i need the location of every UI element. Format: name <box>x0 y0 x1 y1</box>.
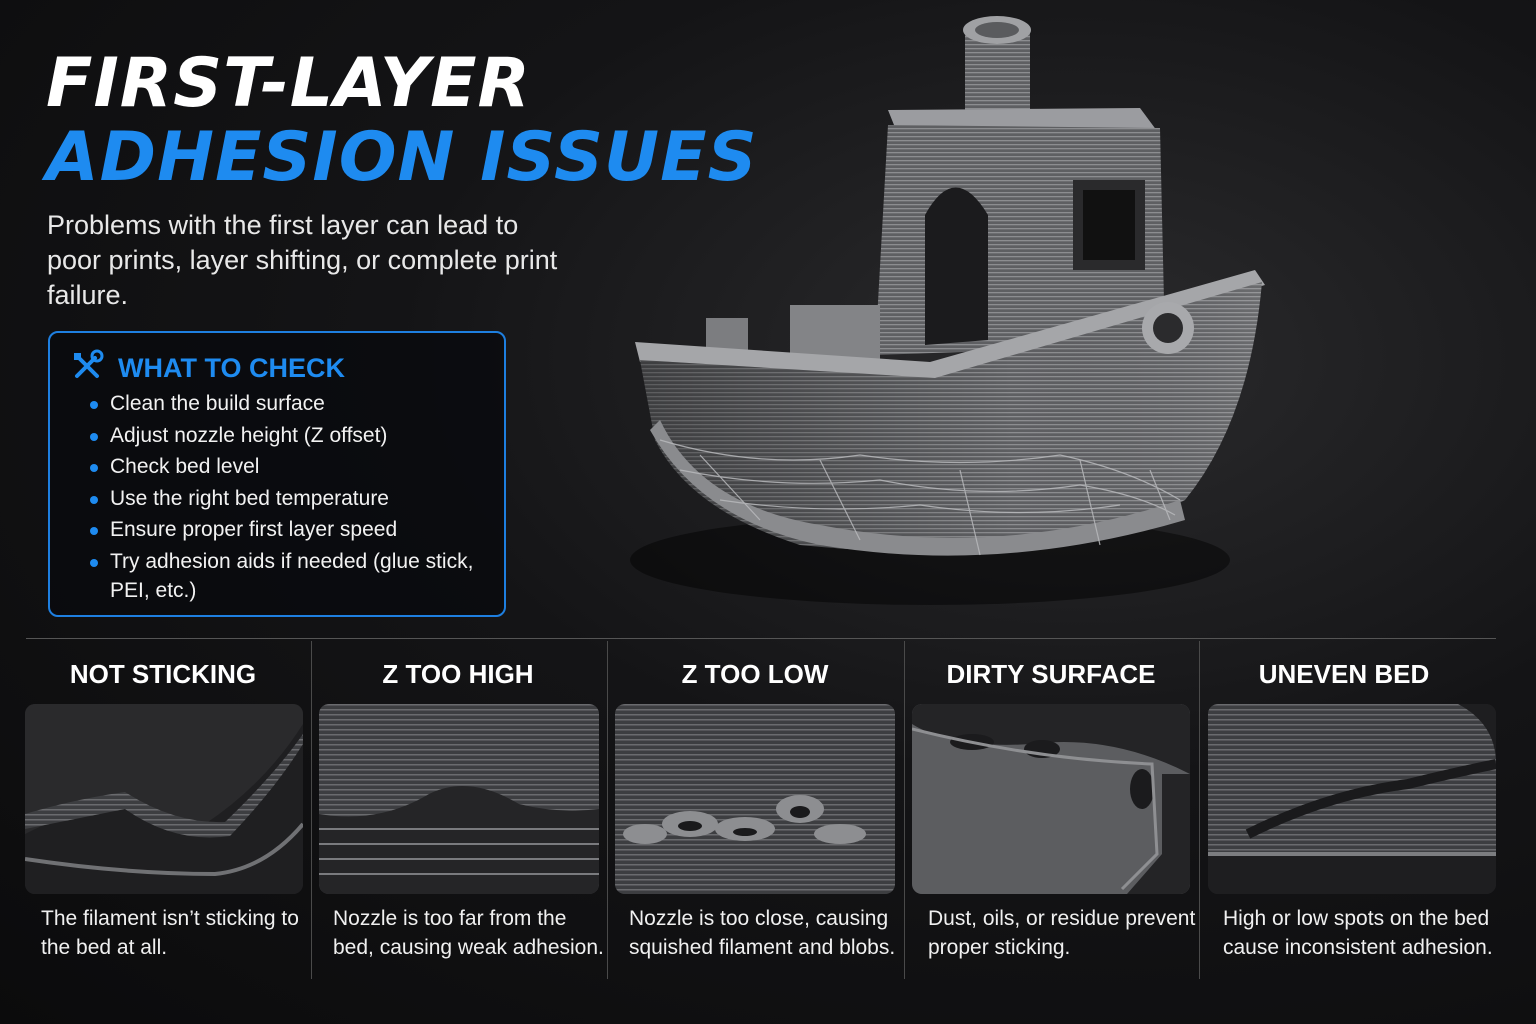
issue-divider <box>1199 641 1200 979</box>
issue-divider <box>904 641 905 979</box>
issue-description: Dust, oils, or residue prevent proper st… <box>928 907 1196 959</box>
check-item-clean-surface: Clean the build surface <box>90 389 490 418</box>
issue-card-z-too-high: Z TOO HIGH Nozzle is too far from the be… <box>319 639 615 979</box>
issues-row: NOT STICKING The filament isn’t sticking… <box>0 639 1536 1024</box>
what-to-check-title: WHAT TO CHECK <box>118 353 345 383</box>
check-item-adhesion-aids: Try adhesion aids if needed (glue stick,… <box>90 547 490 605</box>
check-item-bed-temperature: Use the right bed temperature <box>90 484 490 513</box>
issue-description: High or low spots on the bed cause incon… <box>1223 907 1493 959</box>
tools-icon <box>70 349 104 388</box>
check-item-z-offset: Adjust nozzle height (Z offset) <box>90 421 490 450</box>
check-item-bed-level: Check bed level <box>90 452 490 481</box>
issue-image-dirty-surface <box>912 704 1190 894</box>
check-item-first-layer-speed: Ensure proper first layer speed <box>90 515 490 544</box>
what-to-check-header: WHAT TO CHECK <box>70 349 345 388</box>
issue-title: DIRTY SURFACE <box>946 659 1156 689</box>
section-divider <box>26 638 1496 639</box>
page-title-line2: ADHESION ISSUES <box>46 118 758 197</box>
issue-card-dirty-surface: DIRTY SURFACE Dust, oils, or residue pre… <box>912 639 1208 979</box>
issue-description: Nozzle is too close, causing squished fi… <box>629 907 896 959</box>
boat-print-photo <box>620 0 1536 640</box>
page-title-line1: FIRST-LAYER <box>46 44 531 123</box>
issue-image-z-too-high <box>319 704 599 894</box>
what-to-check-panel: WHAT TO CHECK Clean the build surface Ad… <box>48 331 506 617</box>
issue-title: Z TOO HIGH <box>382 659 534 689</box>
issue-title: UNEVEN BED <box>1258 659 1430 689</box>
issue-image-z-too-low <box>615 704 895 894</box>
issue-description: The filament isn’t sticking to the bed a… <box>41 907 299 959</box>
page-subtitle: Problems with the first layer can lead t… <box>47 210 558 310</box>
issue-description: Nozzle is too far from the bed, causing … <box>333 907 604 959</box>
issue-card-not-sticking: NOT STICKING The filament isn’t sticking… <box>25 639 321 979</box>
issue-divider <box>607 641 608 979</box>
issue-title: NOT STICKING <box>69 659 257 689</box>
check-list: Clean the build surface Adjust nozzle he… <box>90 389 490 607</box>
issue-card-z-too-low: Z TOO LOW Nozzle is too close, causing s… <box>615 639 911 979</box>
issue-image-not-sticking <box>25 704 303 894</box>
issue-title: Z TOO LOW <box>681 659 829 689</box>
issue-card-uneven-bed: UNEVEN BED High or low spots on the bed … <box>1208 639 1504 979</box>
issue-divider <box>311 641 312 979</box>
issue-image-uneven-bed <box>1208 704 1496 894</box>
